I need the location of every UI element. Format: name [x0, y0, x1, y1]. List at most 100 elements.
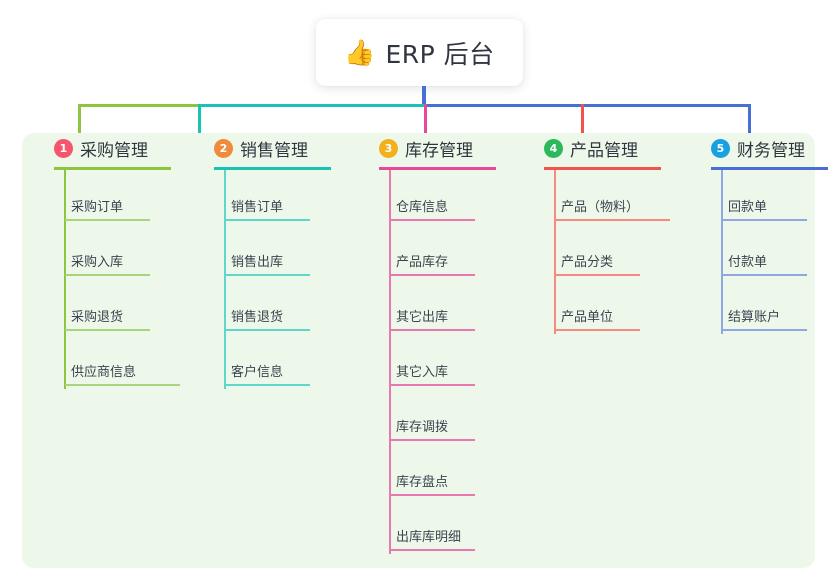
leaf-label: 回款单	[728, 200, 768, 215]
leaf-node[interactable]: 其它入库	[390, 361, 475, 386]
branch-rule-2	[214, 167, 331, 170]
branch-header-1[interactable]: 1 采购管理	[38, 133, 148, 163]
leaf-rule	[722, 274, 807, 276]
leaf-node[interactable]: 仓库信息	[390, 196, 475, 221]
leaf-label: 产品库存	[396, 255, 449, 270]
leaf-label: 销售订单	[231, 200, 284, 215]
leaf-node[interactable]: 采购退货	[65, 306, 150, 331]
leaf-rule	[390, 384, 475, 386]
root-stem-connector	[422, 86, 426, 104]
branch-header-5[interactable]: 5 财务管理	[695, 133, 805, 163]
branch-header-2[interactable]: 2 销售管理	[198, 133, 308, 163]
leaf-node[interactable]: 采购订单	[65, 196, 150, 221]
leaf-label: 销售退货	[231, 310, 284, 325]
branch-spine-1	[64, 170, 66, 389]
leaf-label: 产品分类	[561, 255, 614, 270]
root-node-title: ERP 后台	[385, 39, 495, 69]
branch-stem-4	[581, 104, 584, 146]
branch-badge-2: 2	[214, 138, 233, 158]
branch-header-4[interactable]: 4 产品管理	[528, 133, 638, 163]
leaf-node[interactable]: 采购入库	[65, 251, 150, 276]
branch-spine-4	[554, 170, 556, 334]
branch-rule-3	[379, 167, 496, 170]
leaf-rule	[390, 329, 475, 331]
branch-stem-5	[748, 104, 751, 146]
leaf-rule	[225, 219, 310, 221]
leaf-label: 库存调拨	[396, 420, 449, 435]
leaf-node[interactable]: 销售订单	[225, 196, 310, 221]
leaf-rule	[722, 219, 807, 221]
leaf-node[interactable]: 回款单	[722, 196, 807, 221]
leaf-node[interactable]: 产品（物料）	[555, 196, 670, 221]
thumbs-up-icon: 👍	[344, 38, 376, 67]
branch-stem-3	[424, 104, 427, 146]
leaf-label: 销售出库	[231, 255, 284, 270]
branch-stem-2	[198, 104, 201, 146]
leaf-rule	[225, 274, 310, 276]
branch-badge-5: 5	[711, 138, 730, 158]
branch-column-4: 4 产品管理 产品（物料） 产品分类 产品单位	[528, 133, 670, 334]
branch-column-3: 3 库存管理 仓库信息 产品库存 其它出库 其它入库 库存调拨	[363, 133, 496, 554]
branch-title-5: 财务管理	[737, 140, 805, 161]
leaf-node[interactable]: 销售出库	[225, 251, 310, 276]
leaf-node[interactable]: 产品库存	[390, 251, 475, 276]
leaf-rule	[390, 274, 475, 276]
branch-column-2: 2 销售管理 销售订单 销售出库 销售退货 客户信息	[198, 133, 331, 389]
leaf-label: 其它出库	[396, 310, 449, 325]
leaf-label: 采购订单	[71, 200, 124, 215]
branch-title-4: 产品管理	[570, 140, 638, 161]
leaf-label: 库存盘点	[396, 475, 449, 490]
leaf-node[interactable]: 结算账户	[722, 306, 807, 331]
leaf-rule	[555, 274, 640, 276]
leaf-rule	[65, 329, 150, 331]
leaf-rule	[390, 219, 475, 221]
leaf-label: 客户信息	[231, 365, 284, 380]
leaf-node[interactable]: 出库库明细	[390, 526, 475, 551]
branch-spine-3	[389, 170, 391, 554]
branch-title-1: 采购管理	[80, 140, 148, 161]
branch-rule-1	[54, 167, 171, 170]
leaf-rule	[65, 274, 150, 276]
branch-badge-4: 4	[544, 138, 563, 158]
branch-badge-3: 3	[379, 138, 398, 158]
trunk-connector-green	[79, 104, 199, 107]
leaf-rule	[722, 329, 807, 331]
leaf-rule	[225, 329, 310, 331]
leaf-label: 产品（物料）	[561, 200, 640, 215]
leaf-label: 出库库明细	[396, 530, 462, 545]
branch-title-2: 销售管理	[240, 140, 308, 161]
leaf-node[interactable]: 其它出库	[390, 306, 475, 331]
leaf-node[interactable]: 付款单	[722, 251, 807, 276]
leaf-label: 仓库信息	[396, 200, 449, 215]
trunk-connector-teal	[199, 104, 426, 107]
leaf-label: 付款单	[728, 255, 768, 270]
branch-spine-5	[721, 170, 723, 334]
diagram-panel: 1 采购管理 采购订单 采购入库 采购退货 供应商信息	[22, 133, 828, 568]
branch-column-5: 5 财务管理 回款单 付款单 结算账户	[695, 133, 828, 334]
branch-stem-1	[78, 104, 81, 146]
leaf-rule	[555, 219, 670, 221]
branch-title-3: 库存管理	[405, 140, 473, 161]
leaf-rule	[65, 219, 150, 221]
leaf-label: 供应商信息	[71, 365, 137, 380]
leaf-label: 其它入库	[396, 365, 449, 380]
branch-header-3[interactable]: 3 库存管理	[363, 133, 473, 163]
leaf-label: 采购入库	[71, 255, 124, 270]
leaf-rule	[555, 329, 640, 331]
leaf-label: 产品单位	[561, 310, 614, 325]
branch-column-1: 1 采购管理 采购订单 采购入库 采购退货 供应商信息	[38, 133, 180, 389]
leaf-node[interactable]: 供应商信息	[65, 361, 180, 386]
root-node-card[interactable]: 👍 ERP 后台	[316, 19, 523, 86]
leaf-rule	[390, 549, 475, 551]
leaf-node[interactable]: 库存调拨	[390, 416, 475, 441]
leaf-node[interactable]: 产品单位	[555, 306, 640, 331]
leaf-node[interactable]: 库存盘点	[390, 471, 475, 496]
leaf-rule	[390, 439, 475, 441]
branch-spine-2	[224, 170, 226, 389]
leaf-node[interactable]: 销售退货	[225, 306, 310, 331]
leaf-node[interactable]: 客户信息	[225, 361, 310, 386]
leaf-label: 采购退货	[71, 310, 124, 325]
leaf-node[interactable]: 产品分类	[555, 251, 640, 276]
leaf-rule	[65, 384, 180, 386]
